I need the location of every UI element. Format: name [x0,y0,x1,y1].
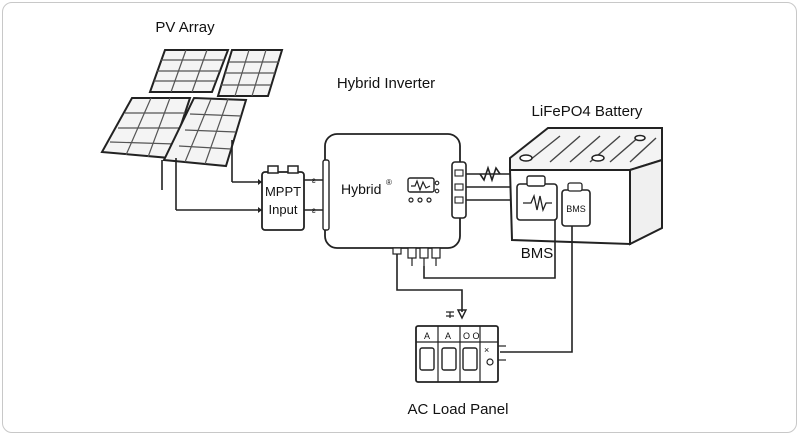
inverter-display [407,177,435,193]
breaker-3-label: O O [463,331,480,341]
breaker-4-label: × [484,345,489,355]
solar-panel-2 [216,49,284,97]
lifepo4-battery: BMS [508,127,663,246]
breaker-switch-1 [419,347,435,371]
inverter-brand: Hybrid [341,181,381,197]
mppt-input-label: Input [269,202,298,217]
inverter-registered-mark: ® [386,178,392,187]
breaker-1-label: A [424,331,430,341]
hybrid-inverter: Hybrid ® [322,133,467,266]
breaker-2-label: A [445,331,451,341]
hybrid-inverter-title: Hybrid Inverter [337,75,435,92]
indicator-led-2 [417,197,423,203]
breaker-switch-3 [462,347,478,371]
bms-module: BMS [561,182,591,227]
battery-title: LiFePO4 Battery [532,103,643,120]
battery-fuse-module [516,175,558,221]
svg-text:ɛ: ɛ [312,206,316,215]
ac-load-panel: A A O O × [415,325,506,383]
svg-text:ɛ: ɛ [312,176,316,185]
ac-panel-title: AC Load Panel [408,401,509,418]
solar-panel-3 [100,97,192,160]
bms-module-label: BMS [566,204,586,214]
pv-array-title: PV Array [155,19,215,36]
indicator-led-3 [426,197,432,203]
solar-panel-1 [148,49,230,93]
indicator-led-1 [408,197,414,203]
breaker-switch-2 [441,347,457,371]
solar-panel-4 [162,96,248,168]
bms-caption: BMS [521,245,554,262]
pv-array [100,49,284,210]
mppt-label: MPPT [265,184,301,199]
mppt-input-box: MPPT Input [261,165,305,231]
